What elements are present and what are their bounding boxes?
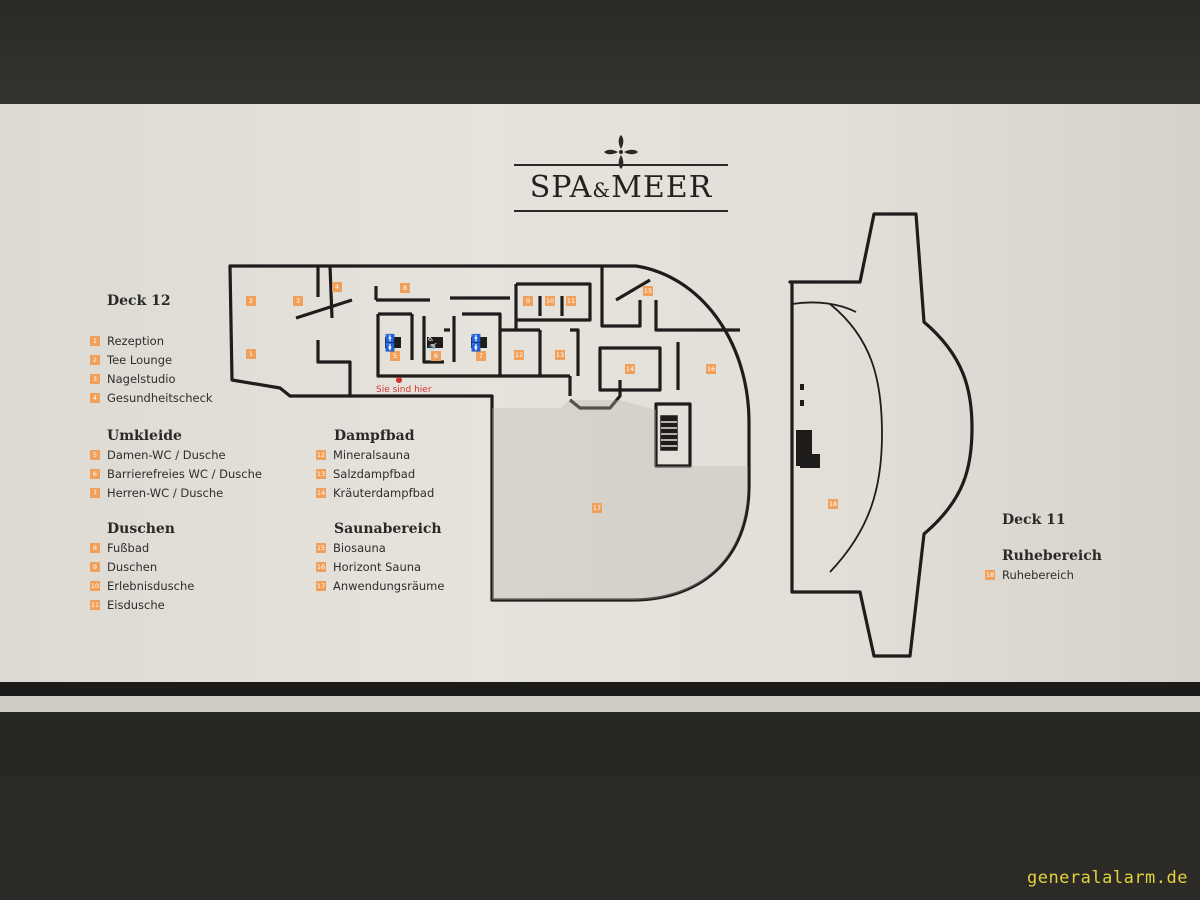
room-marker-14: 14 xyxy=(625,364,635,374)
section-heading-ruhebereich: Ruhebereich xyxy=(1002,548,1102,564)
legend-label: Anwendungsräume xyxy=(333,579,445,593)
legend-item: 18 Ruhebereich xyxy=(985,567,1074,583)
legend-badge: 4 xyxy=(90,393,100,403)
legend-badge: 2 xyxy=(90,355,100,365)
legend-item: 14 Kräuterdampfbad xyxy=(316,485,434,501)
room-marker-5: 5 xyxy=(390,351,400,361)
legend-label: Eisdusche xyxy=(107,598,165,612)
frame-stripe-lower xyxy=(0,712,1200,776)
room-marker-3: 3 xyxy=(293,296,303,306)
room-marker-2: 2 xyxy=(246,296,256,306)
legend-label: Nagelstudio xyxy=(107,372,176,386)
legend-item: 12 Mineralsauna xyxy=(316,447,410,463)
legend-item: 4 Gesundheitscheck xyxy=(90,390,213,406)
legend-badge: 9 xyxy=(90,562,100,572)
legend-badge: 14 xyxy=(316,488,326,498)
room-marker-13: 13 xyxy=(555,350,565,360)
legend-label: Biosauna xyxy=(333,541,386,555)
legend-badge: 1 xyxy=(90,336,100,346)
logo-rule-top xyxy=(514,164,728,166)
room-marker-17: 17 xyxy=(592,503,602,513)
you-are-here-marker xyxy=(396,377,402,383)
legend-item: 5 Damen-WC / Dusche xyxy=(90,447,226,463)
legend-badge: 5 xyxy=(90,450,100,460)
legend-label: Rezeption xyxy=(107,334,164,348)
legend-badge: 6 xyxy=(90,469,100,479)
legend-label: Damen-WC / Dusche xyxy=(107,448,226,462)
legend-badge: 18 xyxy=(985,570,995,580)
logo-wordmark: SPA&MEER xyxy=(510,170,732,205)
watermark: generalalarm.de xyxy=(1026,868,1188,888)
room-marker-8: 8 xyxy=(400,283,410,293)
legend-label: Salzdampfbad xyxy=(333,467,416,481)
legend-label: Horizont Sauna xyxy=(333,560,422,574)
legend-label: Herren-WC / Dusche xyxy=(107,486,224,500)
legend-badge: 16 xyxy=(316,562,326,572)
frame-stripe-light xyxy=(0,696,1200,712)
legend-item: 2 Tee Lounge xyxy=(90,352,172,368)
legend-item: 1 Rezeption xyxy=(90,333,164,349)
legend-label: Barrierefreies WC / Dusche xyxy=(107,467,262,481)
legend-item: 16 Horizont Sauna xyxy=(316,559,421,575)
legend-item: 7 Herren-WC / Dusche xyxy=(90,485,223,501)
legend-label: Duschen xyxy=(107,560,158,574)
legend-label: Ruhebereich xyxy=(1002,568,1074,582)
section-heading-saunabereich: Saunabereich xyxy=(334,521,442,537)
legend-label: Tee Lounge xyxy=(107,353,173,367)
room-marker-10: 10 xyxy=(545,296,555,306)
legend-badge: 7 xyxy=(90,488,100,498)
room-marker-12: 12 xyxy=(514,350,524,360)
legend-label: Kräuterdampfbad xyxy=(333,486,435,500)
legend-badge: 3 xyxy=(90,374,100,384)
wc-women-men-icon: 🚹🚺 xyxy=(385,334,401,352)
section-heading-dampfbad: Dampfbad xyxy=(334,428,415,444)
legend-item: 8 Fußbad xyxy=(90,540,149,556)
legend-label: Erlebnisdusche xyxy=(107,579,195,593)
deck11-title: Deck 11 xyxy=(1002,512,1066,528)
room-marker-7: 7 xyxy=(476,351,486,361)
legend-item: 13 Salzdampfbad xyxy=(316,466,415,482)
legend-badge: 17 xyxy=(316,581,326,591)
legend-badge: 12 xyxy=(316,450,326,460)
wall-background xyxy=(0,776,1200,900)
legend-label: Mineralsauna xyxy=(333,448,411,462)
legend-label: Gesundheitscheck xyxy=(107,391,213,405)
room-marker-18: 18 xyxy=(828,499,838,509)
room-marker-4: 4 xyxy=(332,282,342,292)
legend-item: 15 Biosauna xyxy=(316,540,386,556)
spa-logo: SPA&MEER xyxy=(510,134,732,216)
legend-badge: 15 xyxy=(316,543,326,553)
room-marker-16: 16 xyxy=(706,364,716,374)
logo-word-meer: MEER xyxy=(611,170,713,205)
logo-word-spa: SPA xyxy=(529,170,593,205)
section-heading-umkleide: Umkleide xyxy=(107,428,182,444)
room-marker-11: 11 xyxy=(566,296,576,306)
wc-men-icon: 🚹🚺 xyxy=(471,334,487,352)
flower-icon xyxy=(604,135,638,169)
room-marker-1: 1 xyxy=(246,349,256,359)
legend-label: Fußbad xyxy=(107,541,150,555)
you-are-here-label: Sie sind hier xyxy=(376,385,432,395)
frame-stripe-dark xyxy=(0,682,1200,696)
legend-item: 3 Nagelstudio xyxy=(90,371,176,387)
legend-item: 10 Erlebnisdusche xyxy=(90,578,194,594)
legend-item: 11 Eisdusche xyxy=(90,597,165,613)
legend-badge: 8 xyxy=(90,543,100,553)
section-heading-duschen: Duschen xyxy=(107,521,175,537)
legend-item: 9 Duschen xyxy=(90,559,157,575)
room-marker-15: 15 xyxy=(643,286,653,296)
room-marker-6: 6 xyxy=(431,351,441,361)
deck12-title: Deck 12 xyxy=(107,293,171,309)
legend-badge: 10 xyxy=(90,581,100,591)
legend-badge: 13 xyxy=(316,469,326,479)
room-marker-9: 9 xyxy=(523,296,533,306)
legend-item: 17 Anwendungsräume xyxy=(316,578,444,594)
logo-rule-bottom xyxy=(514,210,728,212)
legend-badge: 11 xyxy=(90,600,100,610)
accessible-wc-icon: ♿🚿 xyxy=(427,334,443,352)
logo-ampersand: & xyxy=(592,178,612,202)
legend-item: 6 Barrierefreies WC / Dusche xyxy=(90,466,262,482)
